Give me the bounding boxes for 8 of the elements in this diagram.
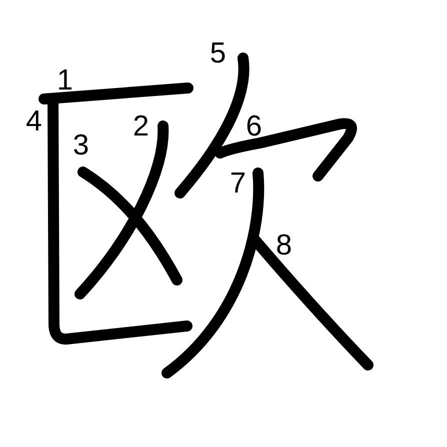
- stroke-number: 6: [246, 112, 262, 142]
- stroke-number: 3: [72, 132, 90, 160]
- stroke-number: 1: [56, 66, 74, 96]
- stroke-number: 5: [210, 40, 226, 68]
- stroke-number: 4: [26, 108, 42, 136]
- stroke-number: 7: [230, 170, 246, 198]
- stroke-number: 8: [276, 232, 292, 260]
- stroke-number: 2: [132, 112, 150, 142]
